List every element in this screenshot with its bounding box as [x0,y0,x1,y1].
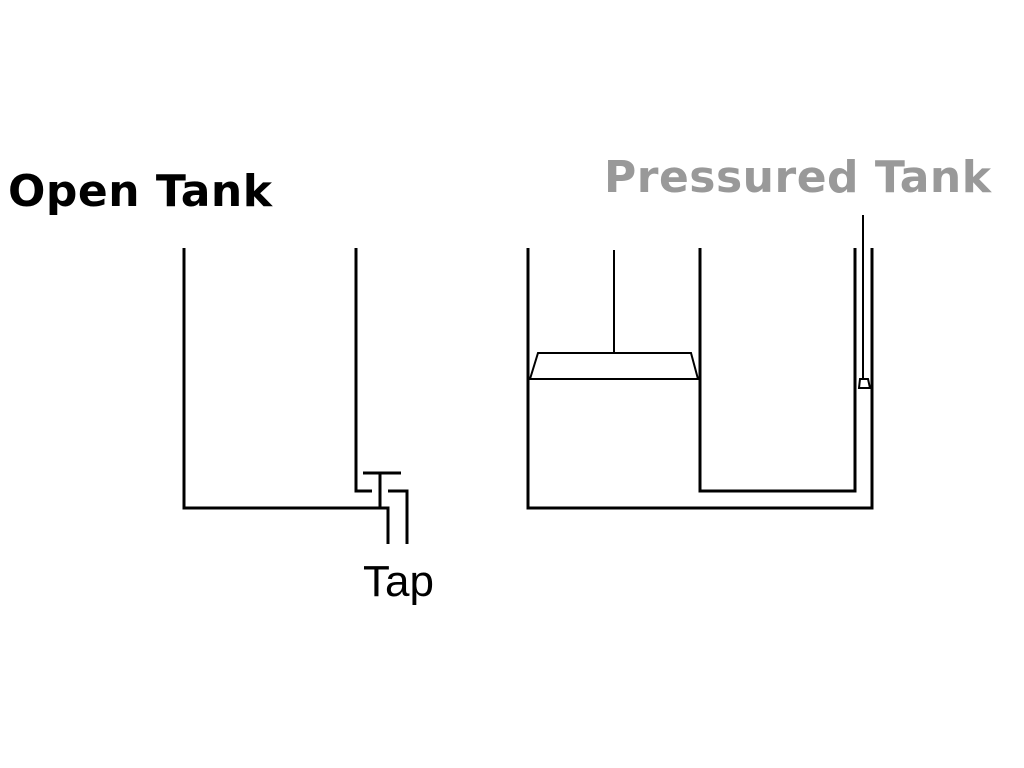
open-tank-vessel [182,248,390,544]
tap-outlet [388,489,409,544]
pressured-tank-vessel [526,248,874,510]
tap-label: Tap [363,557,434,606]
open-tank-title: Open Tank [8,166,273,217]
pressured-tank-divider [698,248,857,493]
pressured-tank-title: Pressured Tank [604,152,992,203]
piston-head [528,352,700,380]
small-piston-head [857,378,872,389]
open-tank-right-wall [354,248,372,493]
